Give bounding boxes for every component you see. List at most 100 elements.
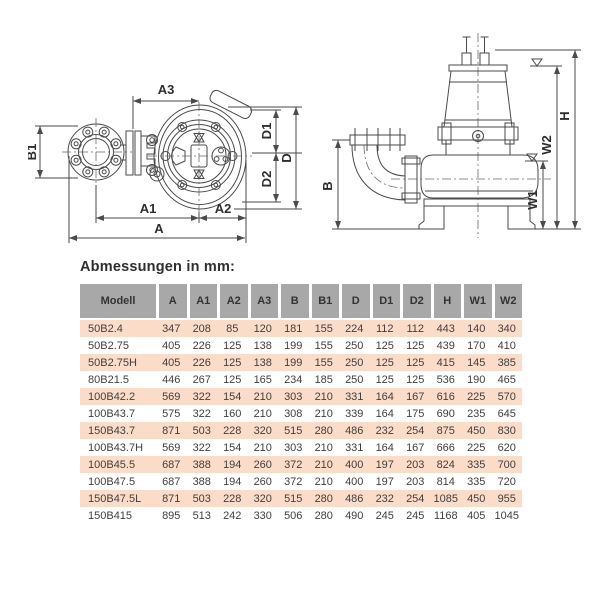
- value-cell: 167: [400, 439, 431, 456]
- pump-side-view-drawing: B W1 W2 H: [320, 33, 581, 238]
- model-cell: 100B45.5: [80, 456, 156, 473]
- value-cell: 506: [278, 507, 309, 524]
- value-cell: 405: [156, 354, 187, 371]
- table-title: Abmessungen in mm:: [80, 259, 236, 275]
- column-header-a2: A2: [217, 284, 248, 320]
- value-cell: 250: [339, 371, 370, 388]
- value-cell: 154: [217, 388, 248, 405]
- value-cell: 569: [156, 388, 187, 405]
- model-cell: 50B2.75H: [80, 354, 156, 371]
- value-cell: 503: [186, 490, 217, 507]
- value-cell: 170: [461, 337, 492, 354]
- value-cell: 320: [247, 490, 278, 507]
- column-header-b: B: [278, 284, 309, 320]
- model-cell: 50B2.75: [80, 337, 156, 354]
- value-cell: 138: [247, 337, 278, 354]
- value-cell: 154: [217, 439, 248, 456]
- column-header-b1: B1: [308, 284, 339, 320]
- value-cell: 164: [369, 405, 400, 422]
- dim-label-d1: D1: [259, 123, 274, 140]
- value-cell: 260: [247, 473, 278, 490]
- model-cell: 100B47.5: [80, 473, 156, 490]
- value-cell: 167: [400, 388, 431, 405]
- value-cell: 155: [308, 337, 339, 354]
- value-cell: 194: [217, 473, 248, 490]
- value-cell: 1045: [491, 507, 522, 524]
- model-cell: 50B2.4: [80, 320, 156, 337]
- value-cell: 450: [461, 490, 492, 507]
- value-cell: 620: [491, 439, 522, 456]
- value-cell: 234: [278, 371, 309, 388]
- column-header-h: H: [430, 284, 461, 320]
- value-cell: 486: [339, 490, 370, 507]
- value-cell: 155: [308, 354, 339, 371]
- value-cell: 208: [186, 320, 217, 337]
- value-cell: 85: [217, 320, 248, 337]
- value-cell: 235: [461, 405, 492, 422]
- value-cell: 164: [369, 439, 400, 456]
- value-cell: 720: [491, 473, 522, 490]
- value-cell: 254: [400, 490, 431, 507]
- value-cell: 388: [186, 456, 217, 473]
- value-cell: 112: [400, 320, 431, 337]
- flange-bolts: [70, 126, 122, 178]
- value-cell: 450: [461, 422, 492, 439]
- value-cell: 138: [247, 354, 278, 371]
- dim-label-a3: A3: [158, 82, 175, 97]
- value-cell: 245: [369, 507, 400, 524]
- value-cell: 415: [430, 354, 461, 371]
- value-cell: 210: [247, 439, 278, 456]
- value-cell: 160: [217, 405, 248, 422]
- value-cell: 830: [491, 422, 522, 439]
- value-cell: 405: [156, 337, 187, 354]
- value-cell: 503: [186, 422, 217, 439]
- value-cell: 871: [156, 490, 187, 507]
- water-level-mark-w1: [526, 153, 538, 162]
- value-cell: 155: [308, 320, 339, 337]
- volute-side: [391, 154, 551, 199]
- value-cell: 400: [339, 473, 370, 490]
- dim-label-a2: A2: [215, 201, 232, 216]
- dim-label-b1: B1: [28, 144, 39, 161]
- value-cell: 232: [369, 490, 400, 507]
- value-cell: 112: [369, 320, 400, 337]
- value-cell: 267: [186, 371, 217, 388]
- model-cell: 80B21.5: [80, 371, 156, 388]
- value-cell: 228: [217, 422, 248, 439]
- value-cell: 335: [461, 473, 492, 490]
- dim-label-a1: A1: [140, 201, 157, 216]
- column-header-w2: W2: [491, 284, 522, 320]
- value-cell: 120: [247, 320, 278, 337]
- value-cell: 616: [430, 388, 461, 405]
- value-cell: 515: [278, 490, 309, 507]
- drain-plug: [149, 166, 165, 182]
- value-cell: 197: [369, 473, 400, 490]
- value-cell: 340: [491, 320, 522, 337]
- value-cell: 439: [430, 337, 461, 354]
- column-header-d2: D2: [400, 284, 431, 320]
- value-cell: 250: [339, 354, 370, 371]
- value-cell: 210: [308, 388, 339, 405]
- value-cell: 303: [278, 439, 309, 456]
- value-cell: 443: [430, 320, 461, 337]
- value-cell: 125: [400, 354, 431, 371]
- value-cell: 895: [156, 507, 187, 524]
- value-cell: 165: [247, 371, 278, 388]
- column-header-a1: A1: [186, 284, 217, 320]
- value-cell: 513: [186, 507, 217, 524]
- value-cell: 410: [491, 337, 522, 354]
- value-cell: 175: [400, 405, 431, 422]
- value-cell: 875: [430, 422, 461, 439]
- value-cell: 405: [461, 507, 492, 524]
- value-cell: 190: [461, 371, 492, 388]
- value-cell: 700: [491, 456, 522, 473]
